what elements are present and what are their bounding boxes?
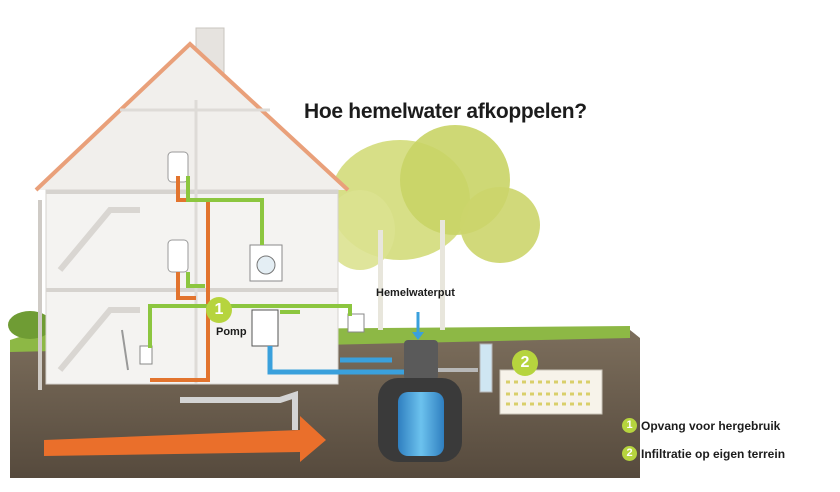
pomp-label: Pomp bbox=[216, 326, 247, 338]
legend-text-1: Opvang voor hergebruik bbox=[641, 418, 781, 433]
legend-text-2: Infiltratie op eigen terrein bbox=[641, 446, 786, 461]
outflow-arrow bbox=[44, 416, 326, 462]
reuse-pipes bbox=[148, 176, 352, 348]
rainwater-tank bbox=[378, 312, 462, 462]
house bbox=[34, 27, 365, 390]
trees bbox=[325, 125, 540, 330]
hemelwaterput-label: Hemelwaterput bbox=[376, 287, 455, 299]
legend-item-2: 2 Infiltratie op eigen terrein bbox=[622, 446, 785, 461]
legend-number-1: 1 bbox=[622, 418, 637, 433]
marker-1: 1 bbox=[206, 297, 232, 323]
diagram-title: Hoe hemelwater afkoppelen? bbox=[304, 100, 587, 123]
legend-number-2: 2 bbox=[622, 446, 637, 461]
legend-item-1: 1 Opvang voor hergebruik bbox=[622, 418, 780, 433]
marker-2: 2 bbox=[512, 350, 538, 376]
infiltration-zone bbox=[438, 343, 603, 415]
